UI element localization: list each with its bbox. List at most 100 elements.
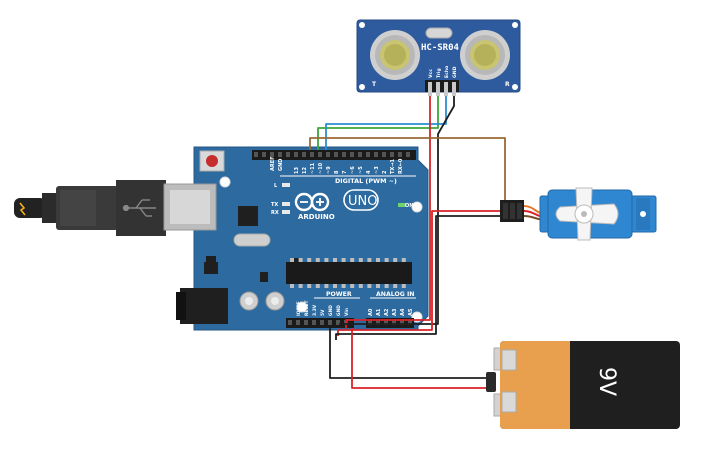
gnd-top-label: GND: [278, 159, 284, 171]
header-hole[interactable]: [254, 152, 258, 157]
voltage-regulator: [204, 262, 218, 274]
digital-pin-label: 2: [382, 170, 388, 174]
header-hole[interactable]: [310, 152, 314, 157]
header-hole[interactable]: [374, 152, 378, 157]
sensor-r-mark: R: [505, 81, 510, 88]
uno-badge: [343, 189, 379, 211]
servo-motor: [500, 187, 657, 241]
power-pin-label: GND: [328, 305, 334, 316]
atmega-chip: [286, 258, 412, 288]
header-hole[interactable]: [400, 320, 404, 325]
digital-pin-label: ~10: [318, 162, 324, 174]
header-hole[interactable]: [376, 320, 380, 325]
digital-pin-label: RX←0: [398, 158, 404, 174]
analog-pin-label: A3: [392, 308, 398, 316]
power-pin-label: GND: [336, 305, 342, 316]
arduino-logo-icon: [294, 192, 330, 212]
header-hole[interactable]: [294, 152, 298, 157]
led-rx-label: RX: [271, 210, 279, 216]
wire-battery-red: [351, 328, 488, 389]
servo-horn-icon: [555, 187, 619, 241]
header-hole[interactable]: [328, 320, 332, 325]
sensor-crystal: [425, 27, 453, 39]
analog-header: [366, 318, 414, 328]
header-hole[interactable]: [342, 152, 346, 157]
power-pin-label: 5V: [320, 309, 326, 316]
header-hole[interactable]: [334, 152, 338, 157]
digital-pin-label: ~9: [326, 166, 332, 174]
header-hole[interactable]: [288, 320, 292, 325]
sensor-pin-label: Vcc: [428, 69, 434, 78]
usb-cable: [14, 180, 166, 236]
header-hole[interactable]: [382, 152, 386, 157]
wire-servo-gnd-black: [335, 215, 500, 340]
status-leds: L TX RX ON: [271, 183, 413, 216]
header-hole[interactable]: [368, 320, 372, 325]
transmitter-transducer: [370, 30, 420, 80]
header-hole[interactable]: [366, 152, 370, 157]
digital-pin-label: 12: [302, 167, 308, 174]
header-hole[interactable]: [350, 152, 354, 157]
wire-servo-vcc-red: [337, 210, 500, 336]
header-hole[interactable]: [406, 152, 410, 157]
brand-label: ARDUINO: [298, 213, 335, 221]
receiver-transducer: [460, 30, 510, 80]
usb-icon: [122, 199, 156, 217]
sensor-pin[interactable]: [436, 82, 440, 96]
crystal: [233, 233, 271, 247]
header-hole[interactable]: [358, 152, 362, 157]
header-hole[interactable]: [278, 152, 282, 157]
reset-button[interactable]: [199, 150, 225, 172]
header-hole[interactable]: [336, 320, 340, 325]
digital-pin-label: TX→1: [390, 159, 396, 174]
wires: [309, 96, 506, 389]
sensor-t-mark: T: [372, 81, 377, 88]
header-hole[interactable]: [270, 152, 274, 157]
battery-clip: [486, 372, 496, 392]
analog-pin-label: A2: [384, 308, 390, 316]
header-hole[interactable]: [312, 320, 316, 325]
digital-header-pins: [254, 152, 410, 157]
header-hole[interactable]: [262, 152, 266, 157]
sensor-pin[interactable]: [444, 82, 448, 96]
led-tx-label: TX: [271, 202, 278, 208]
on-label: ON: [405, 203, 413, 209]
digital-pin-label: 8: [334, 170, 340, 174]
header-hole[interactable]: [302, 152, 306, 157]
power-pin-label: Vin: [344, 308, 350, 316]
header-hole[interactable]: [398, 152, 402, 157]
digital-pin-label: 4: [366, 170, 372, 174]
header-hole[interactable]: [326, 152, 330, 157]
dc-power-jack: [180, 288, 228, 324]
header-hole[interactable]: [384, 320, 388, 325]
sensor-header: [425, 80, 459, 92]
small-component: [260, 272, 268, 282]
analog-pin-label: A0: [368, 308, 374, 316]
header-hole[interactable]: [296, 320, 300, 325]
analog-pin-label: A5: [408, 308, 414, 316]
header-hole[interactable]: [390, 152, 394, 157]
power-pin-label: RESET: [304, 300, 310, 316]
header-hole[interactable]: [392, 320, 396, 325]
aref-label: AREF: [270, 156, 276, 171]
header-hole[interactable]: [304, 320, 308, 325]
header-hole[interactable]: [318, 152, 322, 157]
wire-echo-blue: [325, 96, 447, 150]
header-hole[interactable]: [320, 320, 324, 325]
header-hole[interactable]: [408, 320, 412, 325]
wire-battery-black: [329, 328, 488, 379]
battery-9v: 9V: [486, 341, 680, 429]
analog-pin-label: A4: [400, 308, 406, 316]
sensor-pin[interactable]: [452, 82, 456, 96]
sensor-pin[interactable]: [428, 82, 432, 96]
header-hole[interactable]: [286, 152, 290, 157]
power-label: POWER: [326, 291, 352, 298]
digital-pin-label: ~6: [350, 166, 356, 174]
digital-pin-label: 7: [342, 170, 348, 174]
